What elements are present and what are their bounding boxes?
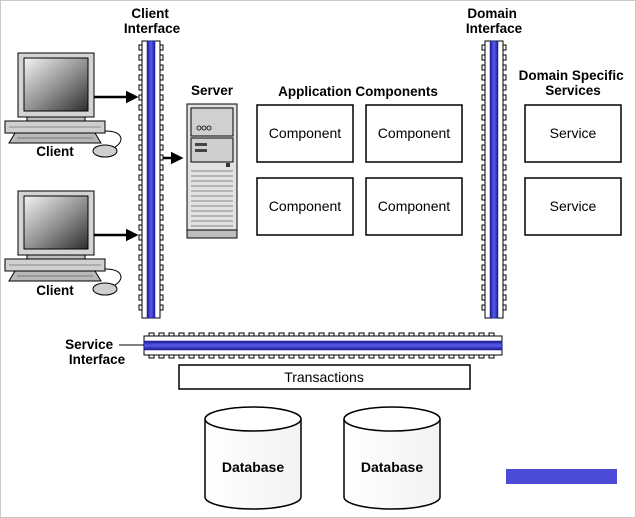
service-interface-bus (143, 332, 503, 359)
client-computer-1 (4, 52, 122, 158)
component-label-4: Component (378, 198, 450, 214)
component-box-1 (256, 104, 354, 163)
component-box-4 (365, 177, 463, 236)
service-interface-label-line1: Service (65, 337, 114, 352)
domain-interface-label: Domain Interface (466, 6, 523, 36)
domain-specific-services-line2: Services (545, 83, 601, 98)
service-interface-label: Service Interface (65, 337, 126, 367)
database-cylinder-1 (204, 406, 302, 510)
client-interface-label: Client Interface (124, 6, 181, 36)
server-label: Server (191, 83, 234, 98)
application-components-label: Application Components (278, 84, 438, 99)
database-label-2: Database (361, 459, 423, 475)
component-label-3: Component (269, 198, 341, 214)
component-box-2 (365, 104, 463, 163)
service-interface-label-line2: Interface (69, 352, 126, 367)
transactions-label: Transactions (284, 369, 364, 385)
service-label-2: Service (550, 198, 597, 214)
service-label-1: Service (550, 125, 597, 141)
service-box-1 (524, 104, 622, 163)
domain-interface-label-line2: Interface (466, 21, 523, 36)
transactions-box (178, 364, 471, 390)
client-label-2: Client (36, 283, 74, 298)
domain-interface-label-line1: Domain (467, 6, 517, 21)
blue-bar-swatch (506, 469, 617, 484)
client-label-1: Client (36, 144, 74, 159)
service-box-2 (524, 177, 622, 236)
server-tower-icon (186, 103, 238, 239)
component-box-3 (256, 177, 354, 236)
domain-specific-services-label: Domain Specific Services (519, 68, 628, 98)
client-interface-label-line1: Client (131, 6, 169, 21)
database-cylinder-2 (343, 406, 441, 510)
client-computer-2 (4, 190, 122, 296)
component-label-2: Component (378, 125, 450, 141)
domain-interface-bus (481, 40, 507, 319)
client-interface-bus (138, 40, 164, 319)
component-label-1: Component (269, 125, 341, 141)
client-interface-label-line2: Interface (124, 21, 181, 36)
database-label-1: Database (222, 459, 284, 475)
domain-specific-services-line1: Domain Specific (519, 68, 625, 83)
